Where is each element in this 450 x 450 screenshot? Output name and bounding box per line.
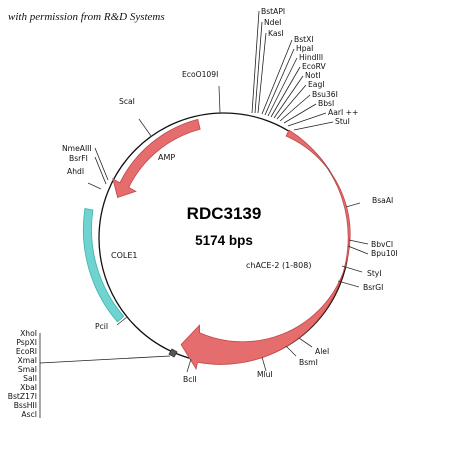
site-lead (273, 75, 304, 119)
site-label-bsrgi: BsrGI (363, 283, 383, 292)
site-tick (341, 265, 363, 273)
site-label-kasi: KasI (268, 29, 284, 38)
site-label-ecoo109i: EcoO109I (182, 70, 218, 79)
site-bbvci-bpu10i: BbvCI Bpu10I (347, 239, 398, 258)
site-label-asci: AscI (21, 410, 37, 419)
site-label-xhoi: XhoI (20, 329, 37, 338)
site-tick (337, 280, 360, 288)
site-label-alei: AleI (315, 347, 329, 356)
feature-amp: AMP (112, 118, 201, 199)
site-styi: StyI (341, 265, 382, 278)
site-label-smai: SmaI (18, 365, 37, 374)
site-lead (270, 66, 301, 118)
amp-label: AMP (158, 153, 175, 162)
site-cluster-bottom: XhoI PspXI EcoRI XmaI SmaI SalI XbaI Bst… (8, 329, 178, 419)
site-label-bbsi: BbsI (318, 99, 334, 108)
site-label-bsshii: BssHII (14, 401, 37, 410)
site-label-xbai: XbaI (20, 383, 37, 392)
site-bsrgi: BsrGI (337, 280, 383, 292)
site-label-bsmi: BsmI (299, 358, 318, 367)
site-ahdi: AhdI (67, 167, 102, 190)
plasmid-size: 5174 bps (195, 233, 253, 248)
site-scai: ScaI (119, 97, 152, 137)
feature-chace2: chACE-2 (1-808) (180, 129, 351, 371)
site-label-nmeaiii: NmeAIII (62, 144, 92, 153)
site-pcii: PciI (95, 316, 128, 331)
site-cluster-top-b: BstXI HpaI HindIII EcoRV NotI EagI Bsu36… (261, 35, 358, 131)
site-label-ecorv: EcoRV (302, 62, 326, 71)
site-label-bsu36i: Bsu36I (312, 90, 338, 99)
site-label-ecori: EcoRI (16, 347, 37, 356)
site-lead (293, 121, 334, 131)
site-left-group: NmeAIII BsrFI (62, 144, 109, 185)
site-label-mlui: MluI (257, 370, 273, 379)
credit-text: with permission from R&D Systems (8, 11, 165, 23)
site-tick (138, 118, 152, 137)
cole1-block (82, 208, 125, 323)
site-lead (276, 84, 307, 120)
site-label-bcli: BclI (183, 375, 197, 384)
site-label-pspxi: PspXI (16, 338, 37, 347)
chace2-label: chACE-2 (1-808) (246, 261, 311, 270)
site-label-noti: NotI (305, 71, 321, 80)
site-mlui: MluI (257, 356, 273, 379)
site-tick (298, 337, 313, 348)
chace2-arrow (180, 129, 351, 371)
site-label-ahdi: AhdI (67, 167, 84, 176)
site-label-stui: StuI (335, 117, 350, 126)
site-label-bsaai: BsaAI (372, 196, 393, 205)
site-label-bpu10i: Bpu10I (371, 249, 398, 258)
site-tick (87, 182, 102, 190)
site-label-eagi: EagI (308, 80, 325, 89)
site-tick (285, 345, 297, 357)
site-lead (94, 147, 109, 181)
site-tick (345, 202, 361, 208)
site-label-bbvci: BbvCI (371, 240, 393, 249)
cole1-label: COLE1 (111, 251, 137, 260)
site-lead (264, 48, 295, 116)
site-tick (261, 356, 267, 372)
site-lead (347, 245, 369, 255)
site-label-hindiii: HindIII (299, 53, 323, 62)
site-lead (348, 239, 369, 245)
mcs-marker (168, 348, 178, 358)
site-label-xmai: XmaI (18, 356, 38, 365)
site-label-hpai: HpaI (296, 44, 313, 53)
site-cluster-top-a: BstAPI NdeI KasI (251, 7, 285, 114)
site-label-aari: AarI ++ (328, 108, 358, 117)
site-bcli: BclI (183, 358, 197, 384)
site-label-sali: SalI (23, 374, 37, 383)
site-lead (261, 39, 293, 115)
site-lead (283, 103, 317, 124)
amp-arrow (112, 118, 201, 199)
site-label-bstapi: BstAPI (261, 7, 285, 16)
site-lead (254, 21, 263, 114)
site-label-bstz17i: BstZ17I (8, 392, 37, 401)
site-lead (279, 94, 311, 122)
site-lead (257, 32, 267, 114)
site-bsmi: BsmI (285, 345, 318, 367)
plasmid-name: RDC3139 (187, 204, 262, 223)
site-label-bstxi: BstXI (294, 35, 314, 44)
site-bsaai: BsaAI (345, 196, 393, 208)
site-lead (267, 57, 298, 117)
site-tick (218, 85, 221, 114)
site-tick (186, 358, 192, 373)
site-lead (94, 156, 107, 185)
site-label-bsrfi: BsrFI (69, 154, 88, 163)
site-ecoo109i: EcoO109I (182, 70, 221, 114)
site-label-styi: StyI (367, 269, 382, 278)
site-lead (251, 10, 260, 114)
site-label-scai: ScaI (119, 97, 135, 106)
site-alei: AleI (298, 337, 329, 356)
site-lead (39, 355, 171, 364)
site-label-ndei: NdeI (264, 18, 281, 27)
feature-cole1: COLE1 (82, 208, 137, 323)
site-lead (287, 112, 327, 127)
site-label-pcii: PciI (95, 322, 108, 331)
site-tick (116, 316, 128, 326)
